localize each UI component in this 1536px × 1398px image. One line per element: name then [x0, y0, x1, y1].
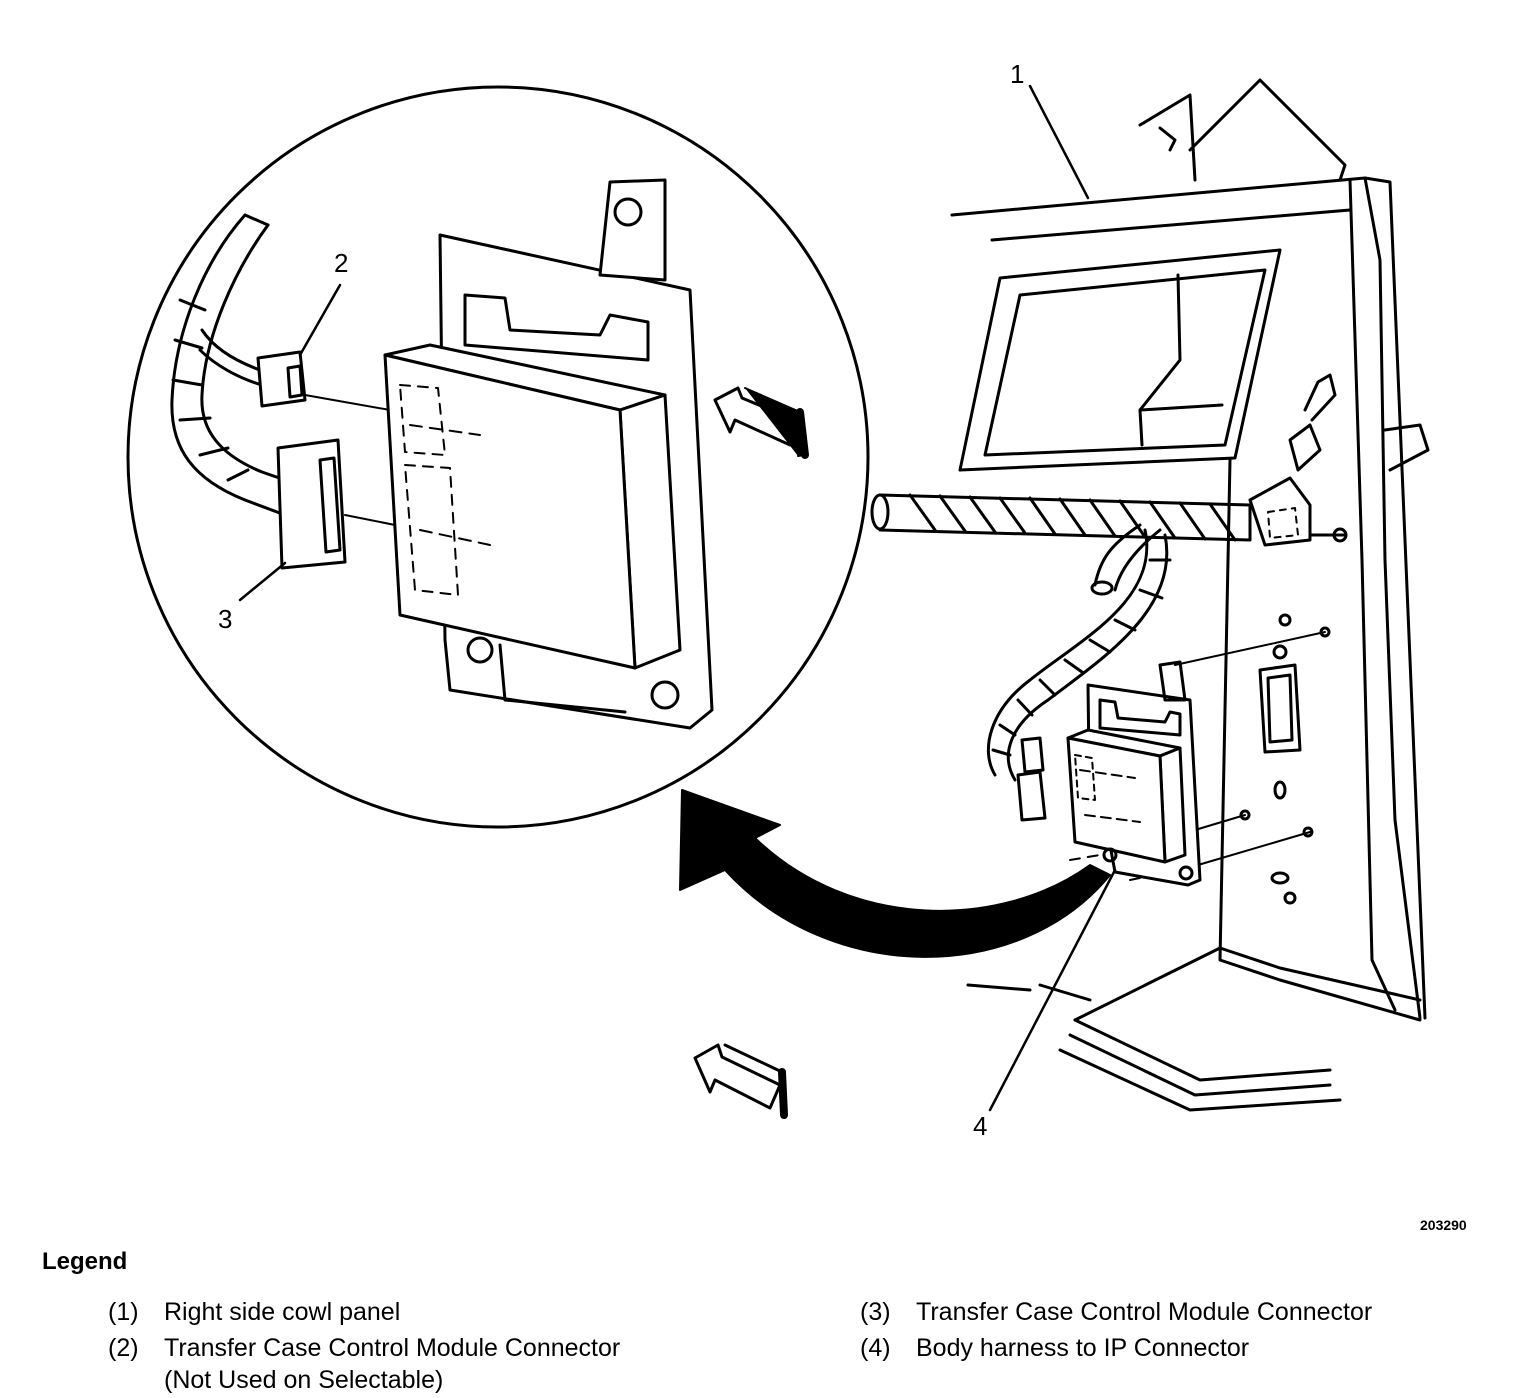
legend-item-text: Right side cowl panel [164, 1298, 401, 1326]
callout-4: 4 [973, 1111, 987, 1141]
legend-item-text: Transfer Case Control Module Connector [916, 1298, 1373, 1326]
legend-item-3: (3) Transfer Case Control Module Connect… [860, 1296, 1372, 1328]
legend-item-number: (1) [108, 1298, 139, 1326]
module-detail [383, 343, 682, 670]
connector-3-detail [276, 438, 396, 570]
legend-item-2: (2) Transfer Case Control Module Connect… [108, 1332, 620, 1396]
branch-harness [986, 528, 1172, 782]
callout-1: 1 [1010, 59, 1024, 89]
connector-2-detail [256, 350, 391, 411]
legend-item-1: (1) Right side cowl panel [108, 1296, 400, 1328]
illustration: 1 2 3 4 [126, 59, 1430, 1141]
legend-item-number: (4) [860, 1334, 891, 1362]
curved-arrow [679, 789, 1111, 958]
callout-3: 3 [218, 604, 232, 634]
view-arrow-lower [693, 1043, 788, 1119]
cowl-panel [950, 78, 1430, 1112]
legend-item-4: (4) Body harness to IP Connector [860, 1332, 1249, 1364]
callout-2: 2 [334, 248, 348, 278]
legend-title: Legend [42, 1248, 128, 1275]
figure-id: 203290 [1420, 1217, 1467, 1233]
legend-item-number: (3) [860, 1298, 891, 1326]
legend-item-text: Transfer Case Control Module Connector (… [164, 1334, 621, 1394]
legend-item-number: (2) [108, 1334, 139, 1362]
legend-item-text: Body harness to IP Connector [916, 1334, 1250, 1362]
view-arrow-detail [713, 386, 809, 459]
main-harness [870, 476, 1348, 596]
leader-lines [238, 84, 1117, 1112]
module-on-cowl [1016, 660, 1202, 887]
